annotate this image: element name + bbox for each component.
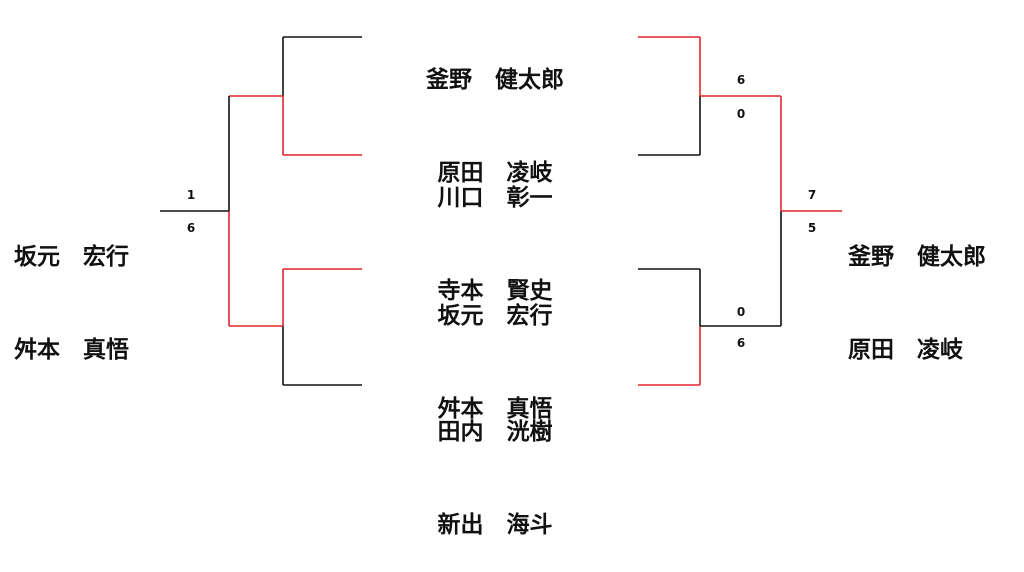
score-left-bottom: 6	[186, 221, 196, 235]
player-name: 寺本 賢史	[437, 278, 553, 304]
player-name: 釜野 健太郎	[848, 244, 986, 270]
score-right-semi-top-b: 0	[736, 107, 746, 121]
score-right-final-a: 7	[807, 188, 817, 202]
score-right-semi-bottom-a: 0	[736, 305, 746, 319]
score-left-top: 1	[186, 188, 196, 202]
player-name: 田内 洸樹	[437, 419, 553, 445]
entry-pair-3: 坂元 宏行 舛本 真悟	[375, 239, 615, 456]
player-name: 舛本 真悟	[437, 396, 553, 422]
right-winner-pair: 釜野 健太郎 原田 凌岐	[848, 180, 1020, 397]
entry-pair-2: 川口 彰一 寺本 賢史	[375, 121, 615, 338]
player-name: 釜野 健太郎	[426, 67, 564, 93]
score-right-final-b: 5	[807, 221, 817, 235]
player-name: 新出 海斗	[437, 512, 553, 538]
score-right-semi-bottom-b: 6	[736, 336, 746, 350]
entry-pair-4: 田内 洸樹 新出 海斗	[375, 355, 615, 572]
player-name: 坂元 宏行	[437, 303, 553, 329]
score-right-semi-top-a: 6	[736, 73, 746, 87]
player-name: 坂元 宏行	[14, 244, 129, 270]
player-name: 原田 凌岐	[848, 337, 963, 363]
bracket-lines	[160, 36, 842, 386]
entry-pair-1: 釜野 健太郎 原田 凌岐	[375, 3, 615, 220]
player-name: 原田 凌岐	[437, 160, 553, 186]
player-name: 川口 彰一	[437, 185, 553, 211]
player-name: 舛本 真悟	[14, 337, 129, 363]
left-winner-pair: 坂元 宏行 舛本 真悟	[14, 180, 159, 397]
